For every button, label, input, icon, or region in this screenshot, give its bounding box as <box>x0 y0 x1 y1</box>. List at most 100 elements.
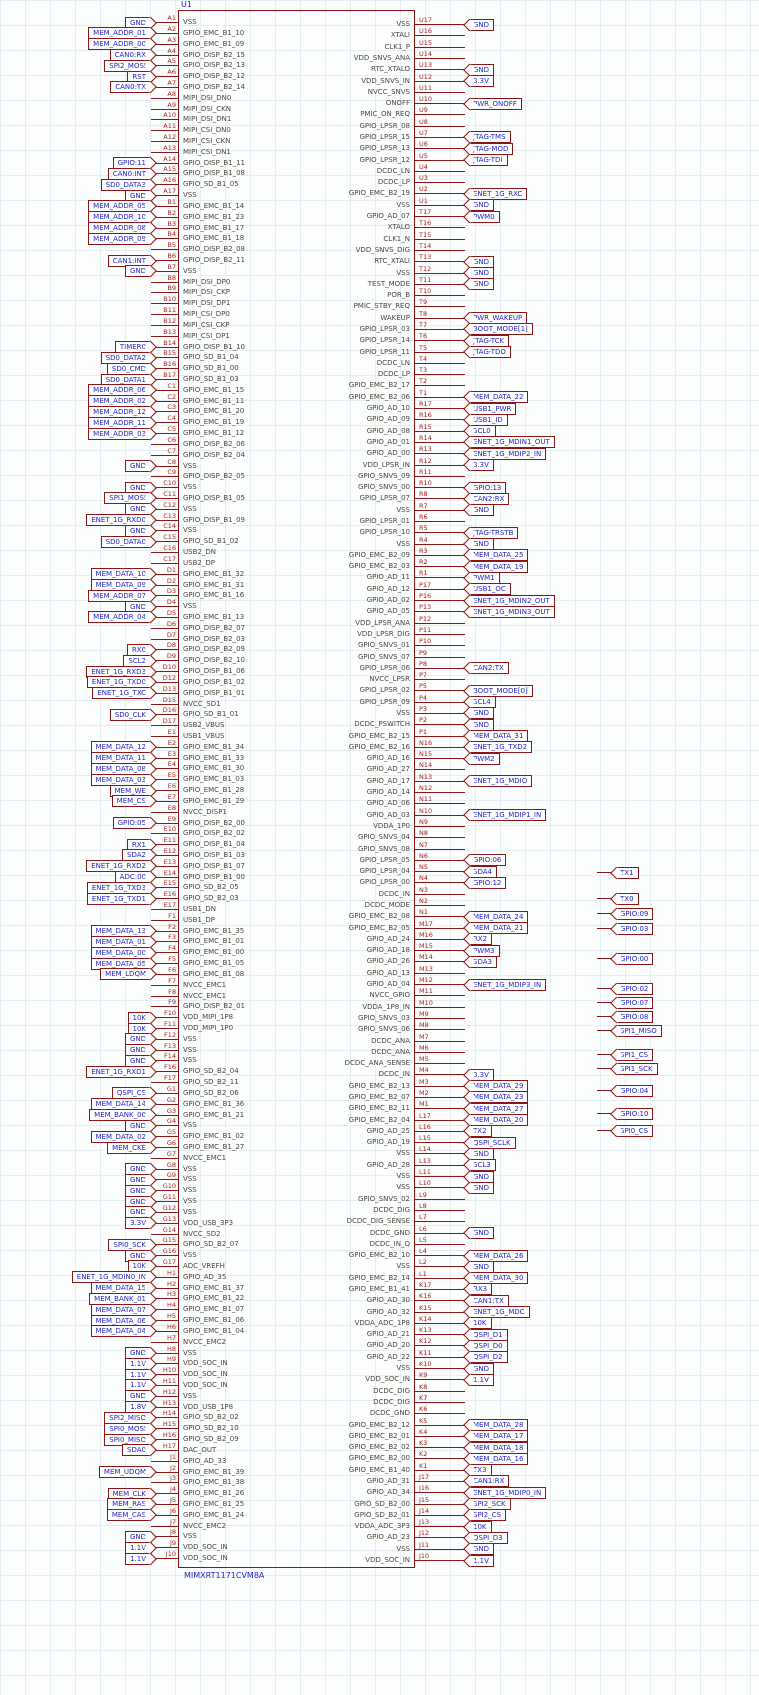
net-label[interactable]: QSPI_D2 <box>469 1351 508 1364</box>
net-label[interactable]: PWM1 <box>469 571 500 584</box>
net-label[interactable]: GND <box>469 1170 495 1183</box>
net-label[interactable]: SD0_CLK <box>109 708 150 721</box>
net-label[interactable]: GND <box>469 255 495 268</box>
net-label[interactable]: GND <box>469 199 495 212</box>
net-label[interactable]: GND <box>469 1543 495 1556</box>
net-label[interactable]: MEM_DATA_18 <box>469 1441 529 1454</box>
net-label[interactable]: ENET_1G_MDIP3_IN <box>469 978 547 991</box>
net-flag[interactable]: TX0 <box>616 892 639 905</box>
net-label[interactable]: SCL0 <box>469 425 496 438</box>
net-label[interactable]: GND <box>469 1227 495 1239</box>
net-label[interactable]: 3.3V <box>469 459 494 471</box>
net-label[interactable]: SCL4 <box>469 696 496 709</box>
net-label[interactable]: RX2 <box>469 933 493 946</box>
net-label[interactable]: SDA0 <box>122 1444 150 1457</box>
net-flag[interactable]: GPIO:08 <box>616 1010 654 1023</box>
net-label[interactable]: GPIO:06 <box>469 854 507 867</box>
net-flag[interactable]: TX1 <box>616 866 639 879</box>
net-label[interactable]: QSPI_D0 <box>469 1339 508 1352</box>
net-label[interactable]: GND <box>124 460 150 472</box>
net-label[interactable]: PWR_ONOFF <box>469 97 522 110</box>
net-label[interactable]: ENET_1G_MDIN3_OUT <box>469 605 555 618</box>
net-label[interactable]: JTAG-TDO <box>469 346 511 358</box>
net-label[interactable]: JTAG-MOD <box>469 142 514 155</box>
net-flag[interactable]: GPIO:02 <box>616 982 654 995</box>
net-label[interactable]: JTAG-TRSTB <box>469 526 519 539</box>
net-flag[interactable]: GPIO:07 <box>616 996 654 1009</box>
net-label[interactable]: MEM_DATA_28 <box>469 1419 529 1431</box>
net-label[interactable]: PWM0 <box>469 210 500 223</box>
net-label[interactable]: 3.3V <box>469 75 494 87</box>
net-label[interactable]: MEM_DATA_19 <box>469 560 529 573</box>
net-label[interactable]: GPIO:13 <box>469 481 507 494</box>
net-label[interactable]: MEM_DATA_16 <box>469 1452 529 1465</box>
net-label[interactable]: MEM_DATA_17 <box>469 1430 529 1443</box>
net-label[interactable]: ENET_1G_TXD2 <box>469 741 533 754</box>
net-flag[interactable]: SPI1_MISO <box>616 1024 662 1037</box>
net-label[interactable]: 3.3V <box>125 1217 150 1230</box>
net-label[interactable]: CAN1:RX <box>469 1475 510 1488</box>
net-label[interactable]: ENET_1G_RXC <box>469 187 528 200</box>
net-label[interactable]: GND <box>469 707 495 720</box>
net-label[interactable]: BOOT_MODE[0] <box>469 684 533 697</box>
net-label[interactable]: CAN2:RX <box>469 492 510 505</box>
net-label[interactable]: MEM_DATA_31 <box>469 730 529 742</box>
net-label[interactable]: ENET_1G_MDIN2_OUT <box>469 594 555 607</box>
net-flag[interactable]: SPI1_SCK <box>616 1062 658 1075</box>
chip-symbol-body[interactable] <box>178 10 415 1568</box>
net-label[interactable]: PWM2 <box>469 752 500 765</box>
net-label[interactable]: MEM_CS <box>111 795 150 808</box>
net-label[interactable]: ENET_1G_MDIP1_IN <box>469 809 547 822</box>
net-label[interactable]: MEM_DATA_24 <box>469 910 529 923</box>
net-label[interactable]: GND <box>469 1147 495 1160</box>
net-label[interactable]: GND <box>469 1362 495 1375</box>
net-label[interactable]: JTAG-TMS <box>469 131 511 144</box>
net-label[interactable]: GPIO:12 <box>469 876 507 889</box>
net-label[interactable]: MEM_ADDR_04 <box>88 611 150 624</box>
net-label[interactable]: MEM_DATA_26 <box>469 1249 529 1262</box>
net-label[interactable]: TX3 <box>469 1464 492 1477</box>
net-label[interactable]: 10K <box>469 1520 492 1533</box>
net-label[interactable]: ENET_1G_MDC <box>469 1306 530 1318</box>
net-label[interactable]: GND <box>469 1181 495 1194</box>
net-label[interactable]: SD0_DATA0 <box>100 535 150 548</box>
net-label[interactable]: ENET_1G_TXC <box>92 687 150 700</box>
net-label[interactable]: CAN1:TX <box>469 1294 509 1307</box>
net-label[interactable]: ENET_1G_MDIP0_IN <box>469 1486 547 1499</box>
net-label[interactable]: MEM_ADDR_03 <box>88 427 150 440</box>
net-label[interactable]: ENET_1G_RXD1 <box>86 1065 150 1078</box>
net-label[interactable]: MEM_BANK_00 <box>89 1109 150 1121</box>
net-label[interactable]: 1.1V <box>469 1373 494 1386</box>
net-flag[interactable]: GPIO:00 <box>616 952 654 965</box>
net-label[interactable]: GND <box>469 18 495 31</box>
net-flag[interactable]: GPIO:03 <box>616 922 654 935</box>
net-label[interactable]: ENET_1G_MDIO <box>469 775 533 788</box>
net-label[interactable]: JTAG-TCK <box>469 334 510 347</box>
net-flag[interactable]: SPI1_CS <box>616 1048 654 1061</box>
net-label[interactable]: TX2 <box>469 1125 492 1138</box>
net-label[interactable]: USB1_PWR <box>469 402 517 415</box>
net-label[interactable]: GND <box>469 718 495 731</box>
net-label[interactable]: 1.1V <box>469 1554 494 1567</box>
net-label[interactable]: MEM_CAS <box>106 1509 150 1522</box>
net-label[interactable]: QSPI_D1 <box>469 1328 508 1341</box>
net-label[interactable]: GND <box>124 265 150 278</box>
net-label[interactable]: 3.3V <box>469 1068 494 1081</box>
net-label[interactable]: GND <box>469 504 495 517</box>
net-flag[interactable]: GPIO:04 <box>616 1084 654 1097</box>
net-label[interactable]: JTAG-TDI <box>469 154 508 166</box>
net-flag[interactable]: GPIO:10 <box>616 1107 654 1120</box>
net-label[interactable]: ENET_1G_TXD1 <box>86 892 150 905</box>
net-label[interactable]: SPI2_CS <box>469 1509 507 1522</box>
net-label[interactable]: 10K <box>469 1317 492 1330</box>
net-label[interactable]: GND <box>469 1260 495 1273</box>
net-label[interactable]: SDA4 <box>469 865 497 878</box>
net-label[interactable]: ENET_1G_RXD0 <box>86 514 150 527</box>
net-flag[interactable]: SPI0_CS <box>616 1124 654 1137</box>
net-label[interactable]: MEM_ADDR_07 <box>88 589 150 602</box>
net-label[interactable]: MEM_DATA_27 <box>469 1102 529 1115</box>
net-label[interactable]: GND <box>469 278 495 291</box>
net-label[interactable]: BOOT_MODE[1] <box>469 323 533 336</box>
net-label[interactable]: SCL3 <box>469 1159 496 1172</box>
net-label[interactable]: MEM_CKE <box>107 1141 150 1154</box>
